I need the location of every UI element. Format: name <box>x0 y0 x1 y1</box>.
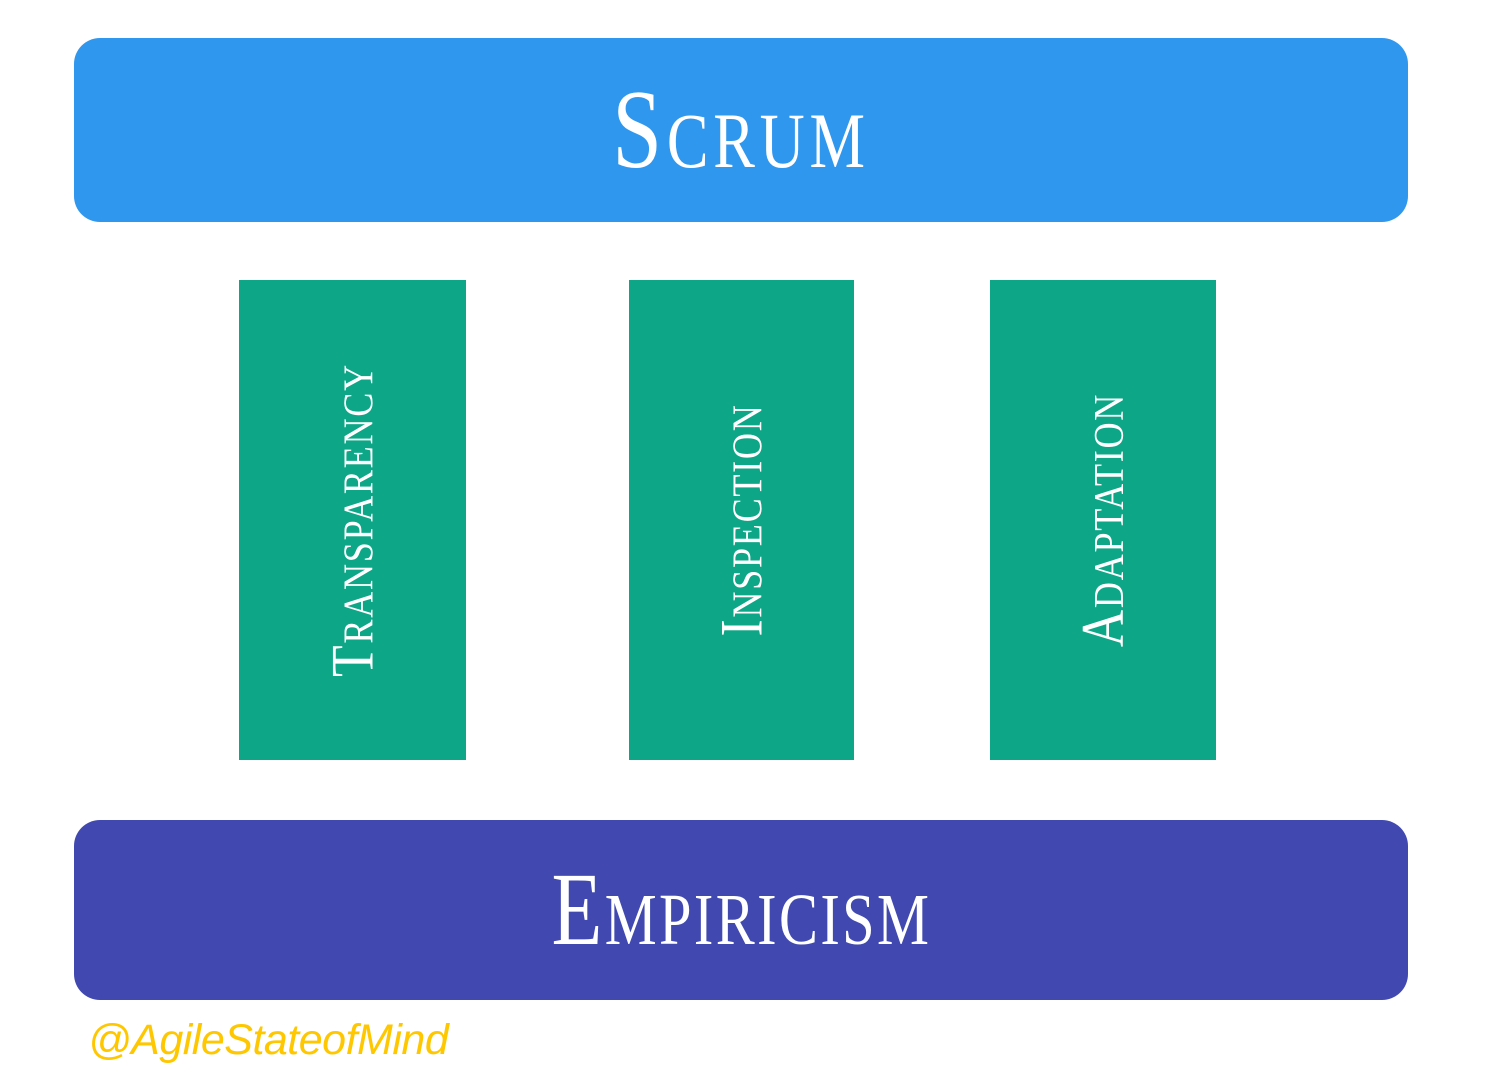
pillar-inspection-label: Inspection <box>708 403 775 637</box>
empiricism-title-text: Empiricism <box>551 852 931 967</box>
pillar-adaptation-label: Adaptation <box>1070 392 1136 648</box>
author-watermark: @AgileStateofMind <box>88 1016 449 1064</box>
empiricism-foundation-banner: Empiricism <box>74 820 1408 1000</box>
pillar-transparency: Transparency <box>239 280 466 760</box>
pillar-inspection: Inspection <box>629 280 854 760</box>
scrum-header-banner: Scrum <box>74 38 1408 222</box>
scrum-title-text: Scrum <box>612 68 870 192</box>
pillar-transparency-label: Transparency <box>319 363 386 677</box>
pillar-adaptation: Adaptation <box>990 280 1216 760</box>
